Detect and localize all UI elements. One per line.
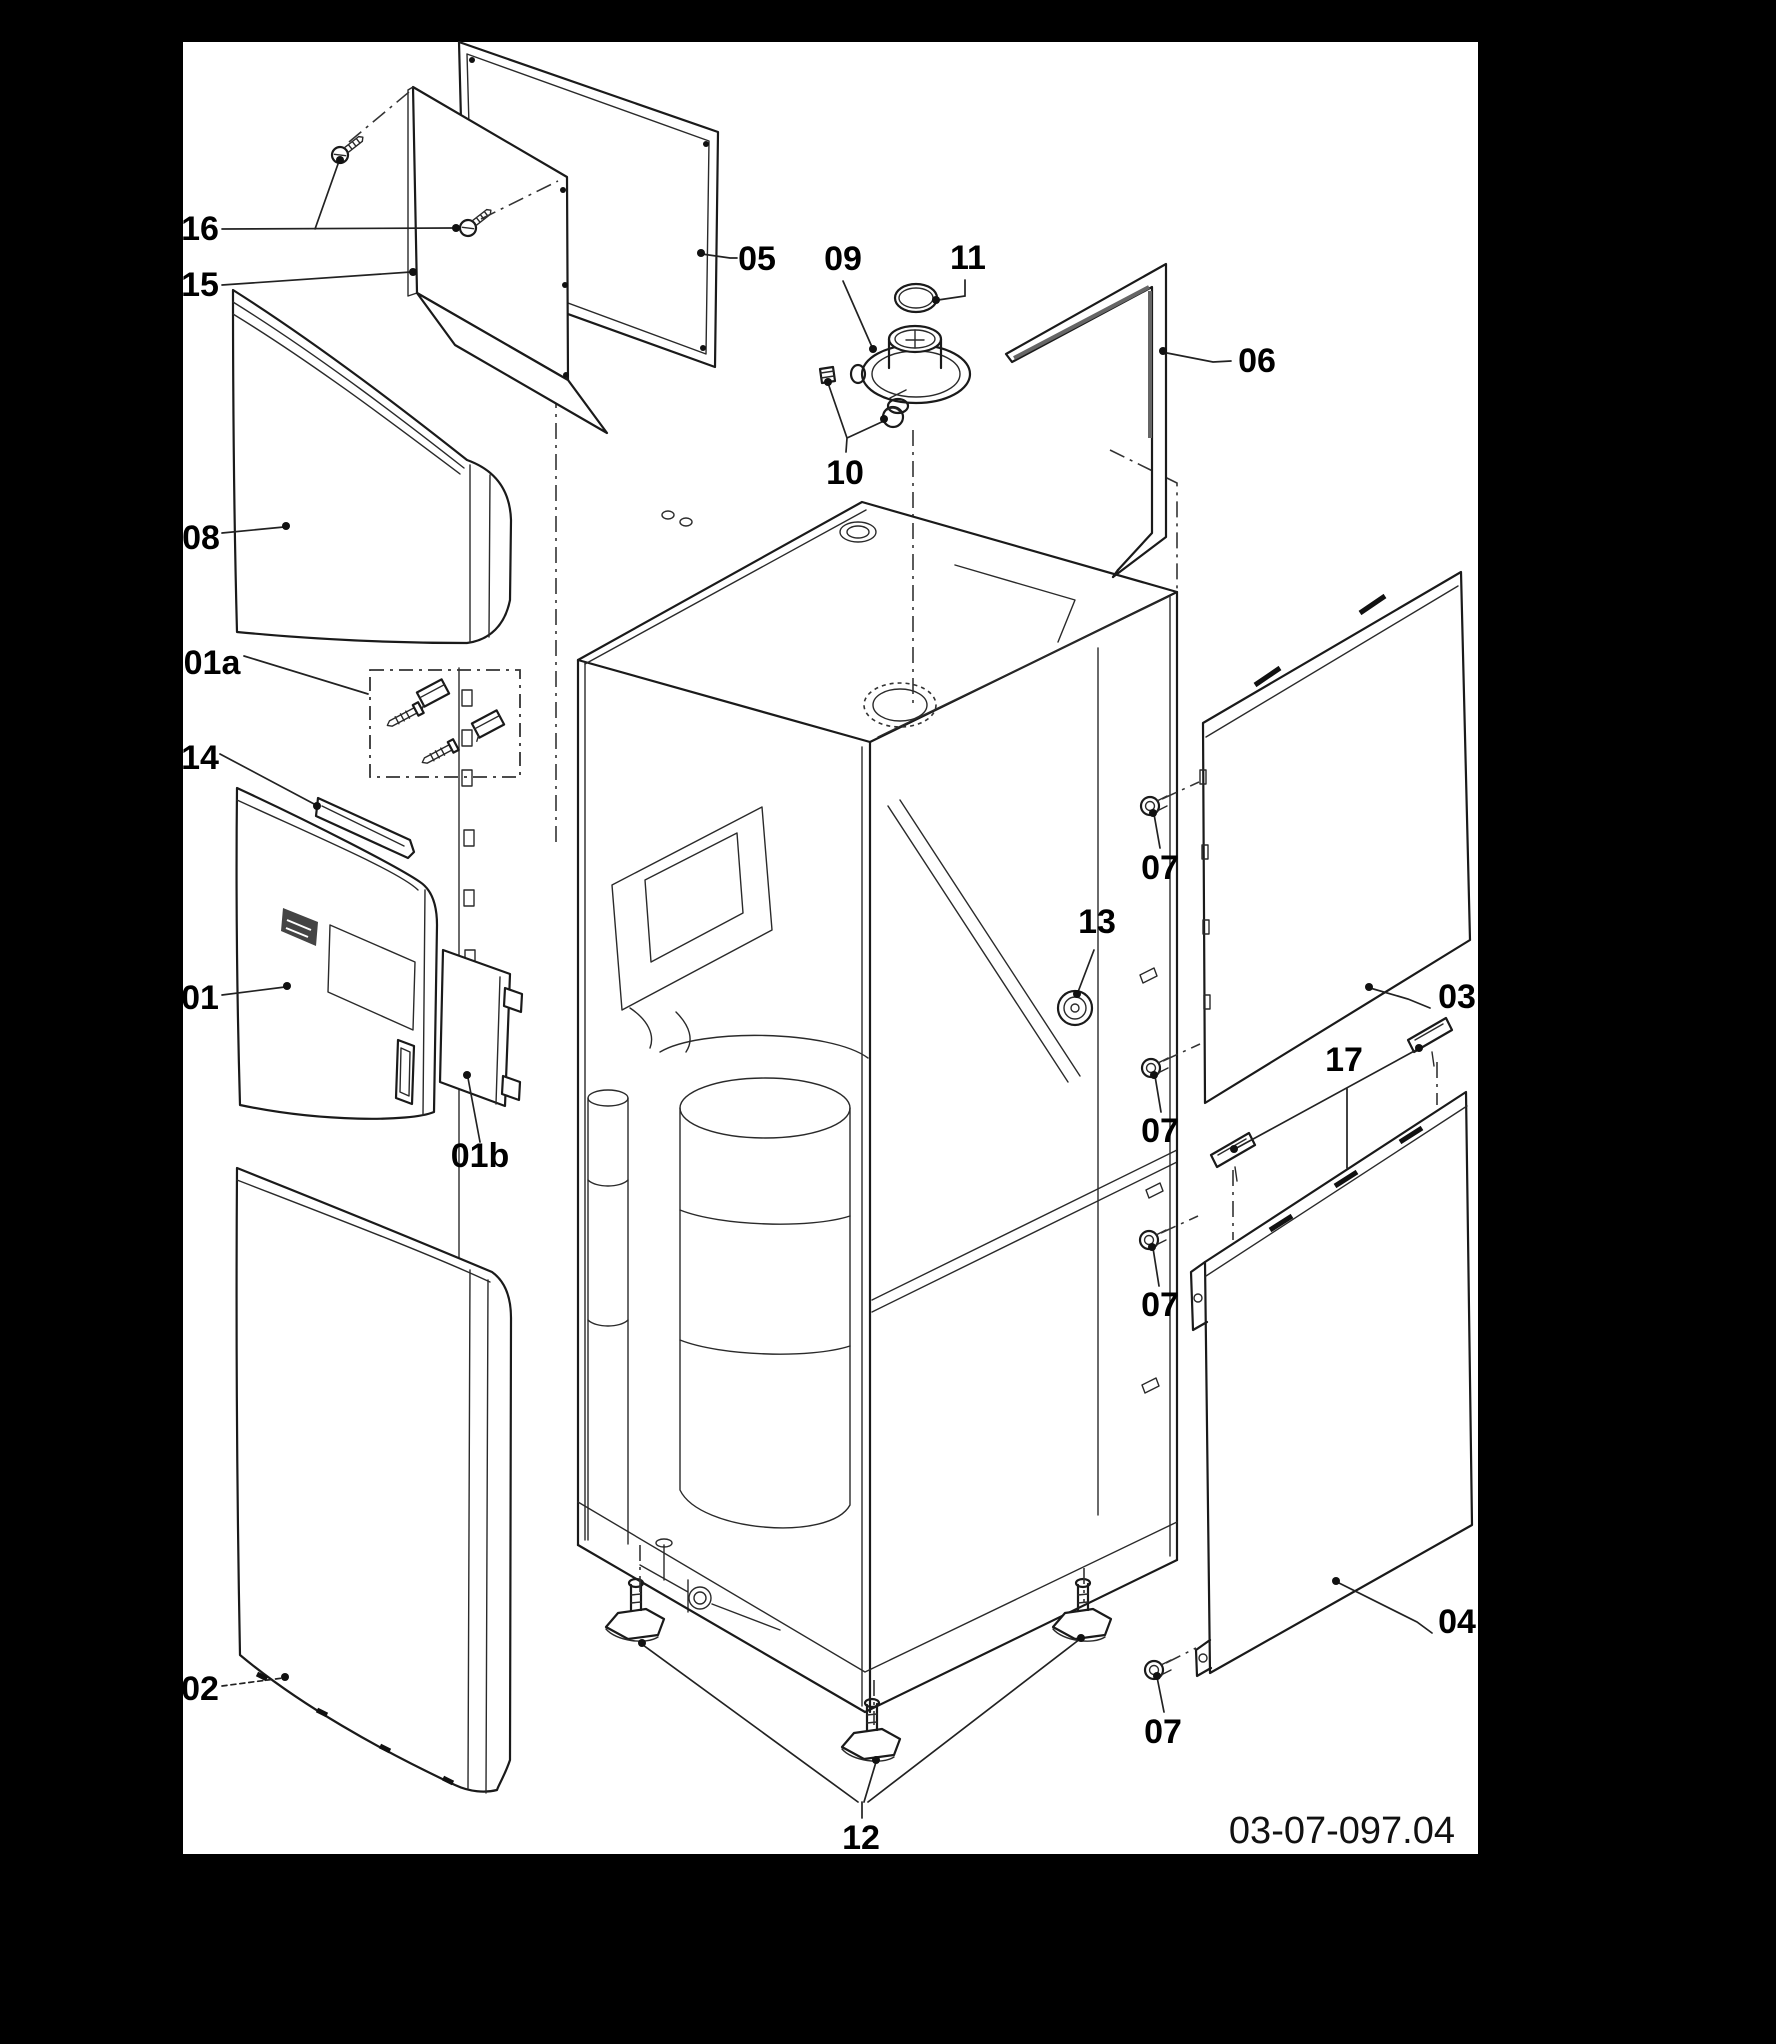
part-label-01: 01 (181, 979, 219, 1017)
screw-16-a (330, 135, 364, 165)
side-shelf (871, 1149, 1178, 1313)
tank-shroud (659, 1034, 869, 1059)
part-label-10: 10 (826, 454, 864, 492)
part-label-01b: 01b (451, 1137, 510, 1175)
rail-clips-17 (1209, 1016, 1454, 1240)
part-label-13: 13 (1078, 903, 1116, 941)
screws-07 (1138, 781, 1201, 1681)
trim-strips-06 (1004, 262, 1168, 579)
part-label-03: 03 (1438, 978, 1476, 1016)
part-label-07-2: 07 (1141, 1112, 1179, 1150)
kit-pin-2 (421, 738, 460, 764)
part-label-14: 14 (181, 739, 219, 777)
kit-pin-1 (386, 701, 425, 727)
chassis-assembly (458, 500, 1179, 1714)
leader-lines (219, 156, 1433, 1819)
part-label-08: 08 (182, 519, 220, 557)
part-label-04: 04 (1438, 1603, 1476, 1641)
part-label-16: 16 (181, 210, 219, 248)
flue-adapter-09 (849, 324, 972, 415)
feet-12 (604, 1545, 1113, 1762)
part-label-07-4: 07 (1144, 1713, 1182, 1751)
panel-15 (407, 85, 609, 435)
panel-03 (1199, 570, 1472, 1105)
part-label-11: 11 (950, 239, 986, 277)
trim-strip-14 (314, 796, 416, 860)
chassis-top-openings (661, 510, 1076, 728)
part-label-07-3: 07 (1141, 1286, 1179, 1324)
control-box (611, 806, 773, 1011)
panel-02-clips (255, 1671, 455, 1786)
bottom-pipework (639, 1538, 781, 1631)
panel-01 (235, 786, 439, 1120)
diagonal-brace (887, 799, 1081, 1083)
part-label-17: 17 (1325, 1041, 1363, 1079)
grommet-13 (1056, 989, 1094, 1027)
kit-clip-2 (470, 709, 506, 742)
part-label-09: 09 (824, 240, 862, 278)
control-display (644, 832, 744, 963)
panel-08 (231, 288, 513, 645)
panel-02 (235, 1166, 513, 1794)
panel-01b (438, 948, 524, 1108)
part-label-12: 12 (842, 1819, 880, 1857)
tank-bands (679, 1209, 851, 1355)
part-label-07-1: 07 (1141, 849, 1179, 887)
part-label-02: 02 (181, 1670, 219, 1708)
brand-logo (281, 908, 318, 946)
chassis-frame (576, 500, 1179, 1714)
tank-body (679, 1107, 851, 1529)
screw-16-b (458, 208, 492, 238)
left-column (587, 1097, 629, 1545)
part-label-06: 06 (1238, 342, 1276, 380)
part-labels-layer: 16 15 08 01a 14 01 01b 02 05 09 11 10 06 07 13 03 17 07 07… (181, 210, 1476, 1857)
side-slots (1139, 967, 1164, 1394)
panel-04 (1189, 1090, 1474, 1678)
kit-01a (369, 669, 521, 778)
flue-opening (863, 682, 937, 728)
part-label-01a: 01a (184, 644, 242, 682)
axis-lines (555, 392, 1178, 848)
part-label-15: 15 (181, 266, 219, 304)
drawing-number: 03-07-097.04 (1229, 1810, 1455, 1852)
chassis-internals (587, 647, 1178, 1631)
chassis-flange-slots (461, 689, 476, 967)
part-label-05: 05 (738, 240, 776, 278)
wiring (629, 1007, 691, 1053)
screw-16-axes (348, 91, 559, 220)
door-handle (394, 1038, 416, 1106)
